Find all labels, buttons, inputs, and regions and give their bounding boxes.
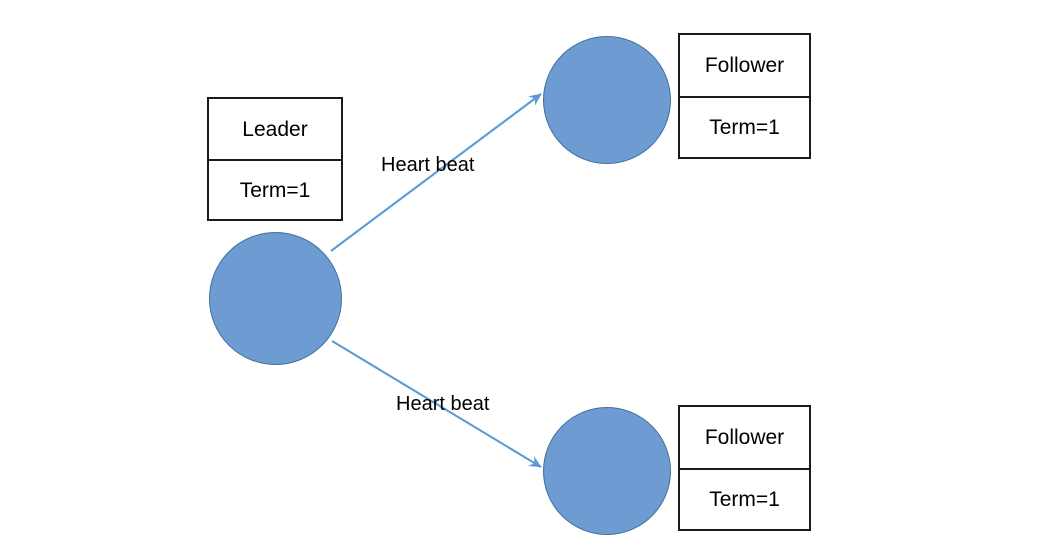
follower-top-role-label: Follower xyxy=(704,54,785,77)
follower-bottom-role-label: Follower xyxy=(704,426,785,449)
follower-top-node-circle xyxy=(543,36,671,164)
follower-bottom-term-label: Term=1 xyxy=(680,468,809,529)
heartbeat-arrow-top xyxy=(330,93,542,252)
heartbeat-label-top: Heart beat xyxy=(381,154,475,176)
follower-bottom-info-box: Follower Term=1 xyxy=(678,405,811,531)
leader-role-label: Leader xyxy=(242,117,308,141)
leader-node-circle xyxy=(209,232,342,365)
follower-top-term-label: Term=1 xyxy=(680,96,809,157)
follower-top-info-box: Follower Term=1 xyxy=(678,33,811,159)
leader-term-label: Term=1 xyxy=(209,159,341,219)
follower-bottom-node-circle xyxy=(543,407,671,535)
heartbeat-arrow-bottom xyxy=(331,340,542,468)
heartbeat-label-bottom: Heart beat xyxy=(396,393,490,415)
leader-info-box: Leader Term=1 xyxy=(207,97,343,221)
